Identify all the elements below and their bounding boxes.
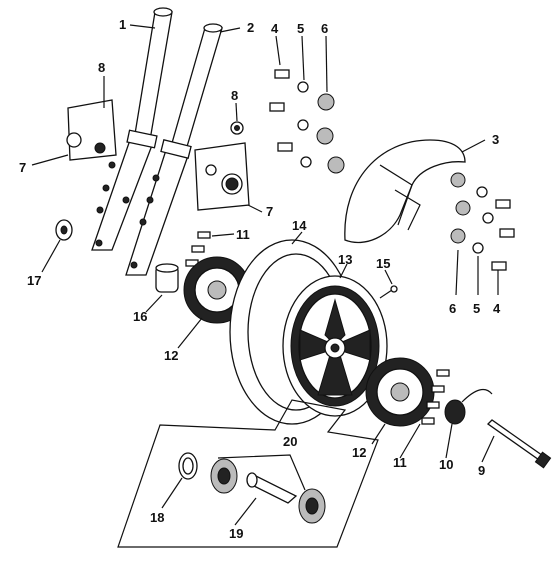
label-dust-seal-18: 18 (150, 510, 164, 525)
spacer-16 (155, 263, 179, 293)
label-fork-1: 1 (119, 17, 126, 32)
washers-5-top (297, 81, 312, 168)
label-bolt-4-bottom: 4 (493, 301, 501, 316)
bearings (210, 458, 326, 524)
cap-7-right (194, 142, 250, 211)
label-cap-7-right: 7 (266, 204, 273, 219)
dust-seal-18 (178, 452, 198, 480)
label-collar-10: 10 (439, 457, 453, 472)
label-disc-bolts-11-right: 11 (393, 455, 407, 470)
label-rim-13: 13 (338, 252, 352, 267)
disc-bolts-11-left (185, 231, 211, 267)
bracket-8-right (230, 121, 244, 135)
label-disc-12-left: 12 (164, 348, 178, 363)
label-tire-14: 14 (292, 218, 307, 233)
disc-bolts-11-right (421, 369, 450, 425)
fasteners-bottom (450, 172, 515, 271)
label-cap-7-left: 7 (19, 160, 26, 175)
callout-labels: 1 2 3 4 5 6 8 8 7 7 17 11 16 12 14 13 15… (19, 17, 501, 541)
label-axle-nut-17: 17 (27, 273, 41, 288)
label-bearing-group-20: 20 (283, 434, 297, 449)
label-fork-2: 2 (247, 20, 254, 35)
label-bracket-8-right: 8 (231, 88, 238, 103)
label-axle-9: 9 (478, 463, 485, 478)
label-bearing-spacer-19: 19 (229, 526, 243, 541)
bolts-4-top (269, 69, 293, 152)
label-clip-6-top: 6 (321, 21, 328, 36)
label-spacer-16: 16 (133, 309, 147, 324)
clips-6-top (316, 93, 345, 174)
collar-10 (444, 388, 493, 425)
label-bolt-4-top: 4 (271, 21, 279, 36)
cap-7-left (66, 99, 117, 161)
label-washer-5-bottom: 5 (473, 301, 480, 316)
axle-nut-17 (55, 219, 73, 241)
fork-tube-2 (125, 23, 223, 276)
label-bracket-8-left: 8 (98, 60, 105, 75)
label-clip-6-bottom: 6 (449, 301, 456, 316)
label-disc-12-right: 12 (352, 445, 366, 460)
valve-15 (379, 285, 398, 299)
fork-tube-1 (91, 7, 173, 251)
rim-13 (282, 275, 388, 417)
front-fender-3 (344, 139, 466, 244)
bearing-group-box-20 (117, 399, 379, 548)
fasteners-top (269, 69, 345, 174)
bearing-spacer-19 (246, 472, 298, 504)
label-disc-bolts-11-left: 11 (236, 227, 250, 242)
brake-disc-12-right (365, 357, 435, 427)
label-fender-3: 3 (492, 132, 499, 147)
label-washer-5-top: 5 (297, 21, 304, 36)
leader-lines (31, 24, 499, 526)
axle-9 (486, 419, 552, 469)
label-valve-15: 15 (376, 256, 390, 271)
